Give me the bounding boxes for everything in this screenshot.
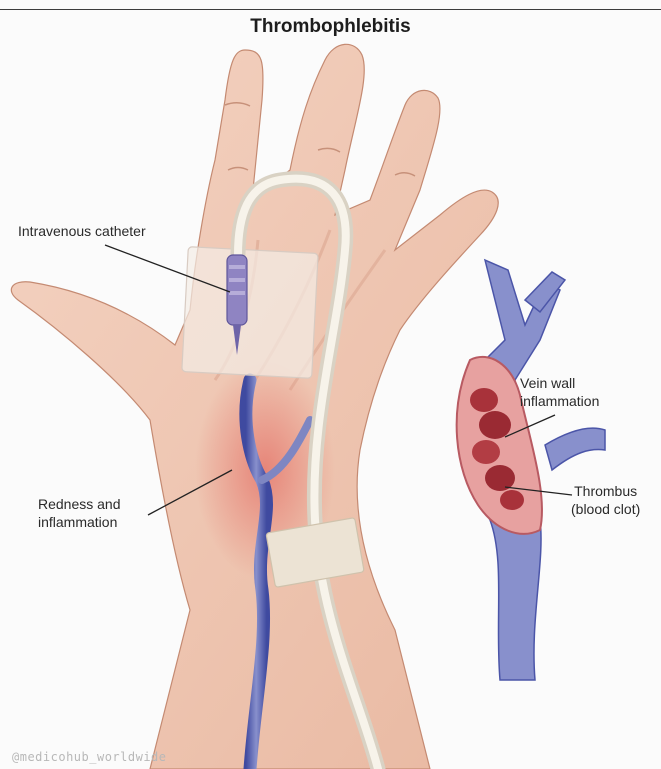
transparent-dressing [182,247,318,379]
label-vein-wall-inflammation: Vein wall inflammation [520,374,599,410]
watermark: @medicohub_worldwide [12,750,167,764]
label-thrombus: Thrombus (blood clot) [571,482,640,518]
label-redness-inflammation: Redness and inflammation [38,495,121,531]
label-intravenous-catheter: Intravenous catheter [18,222,146,240]
vein-cross-section [457,260,605,680]
